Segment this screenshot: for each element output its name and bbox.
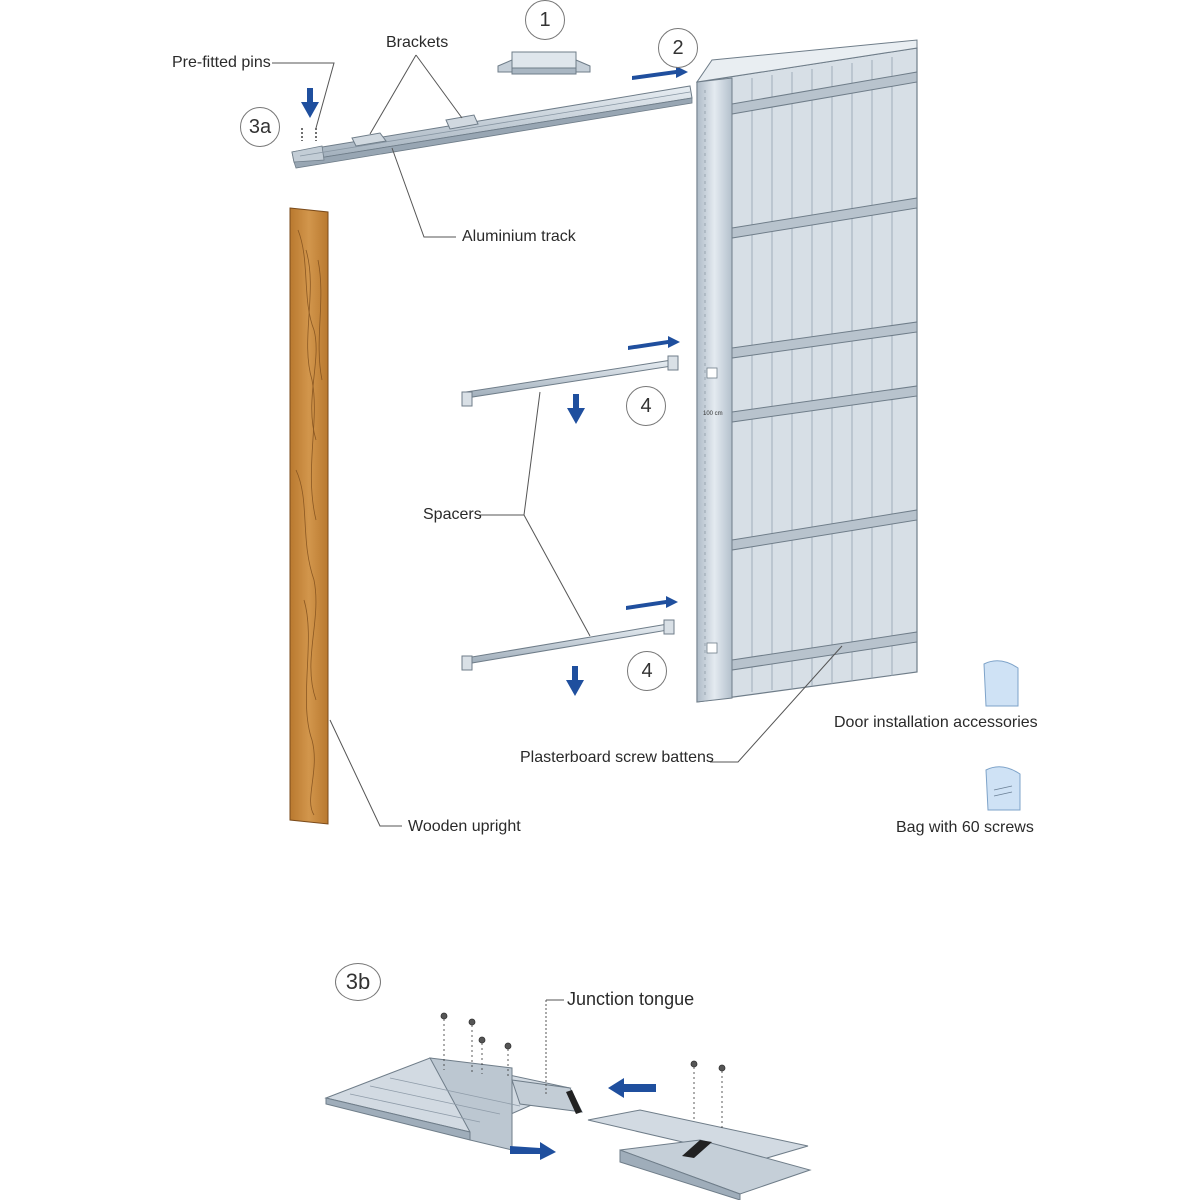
arrow-down-pins-icon bbox=[301, 88, 319, 118]
junction-detail bbox=[324, 999, 812, 1200]
label-pre-fitted-pins: Pre-fitted pins bbox=[172, 54, 271, 71]
label-bag-with-60-screws: Bag with 60 screws bbox=[896, 819, 1034, 836]
arrow-down-spacer-top-icon bbox=[567, 394, 585, 424]
plasterboard-screw-battens bbox=[731, 71, 918, 671]
label-junction-tongue: Junction tongue bbox=[567, 989, 695, 1009]
step-4-bottom-callout: 4 bbox=[627, 651, 667, 691]
leader-lines bbox=[272, 54, 843, 827]
bracket-right bbox=[445, 114, 479, 130]
label-wooden-upright: Wooden upright bbox=[408, 818, 521, 835]
pocket-door-frame: 100 cm bbox=[695, 39, 918, 703]
aluminium-track bbox=[291, 85, 693, 169]
arrow-down-spacer-bottom-icon bbox=[566, 666, 584, 696]
step-3b-callout: 3b bbox=[335, 963, 381, 1001]
spacer-bottom bbox=[461, 619, 675, 671]
spacer-top bbox=[461, 355, 679, 407]
arrow-right-junction-icon bbox=[510, 1142, 556, 1160]
arrow-left-junction-icon bbox=[608, 1078, 656, 1098]
step-1-callout: 1 bbox=[525, 0, 565, 40]
label-plasterboard-screw-battens: Plasterboard screw battens bbox=[520, 749, 714, 766]
step-2-callout: 2 bbox=[658, 28, 698, 68]
wooden-upright bbox=[289, 207, 329, 825]
label-spacers: Spacers bbox=[423, 506, 482, 523]
label-brackets: Brackets bbox=[386, 34, 449, 51]
screw-bag-icon bbox=[985, 766, 1021, 811]
label-door-installation-accessories: Door installation accessories bbox=[834, 714, 1038, 731]
arrow-right-track-icon bbox=[632, 66, 688, 80]
frame-marking: 100 cm bbox=[703, 411, 723, 417]
label-aluminium-track: Aluminium track bbox=[462, 228, 576, 245]
pre-fitted-pins bbox=[301, 128, 317, 141]
arrow-right-spacer-top-icon bbox=[628, 336, 680, 350]
bracket-left bbox=[351, 132, 387, 147]
door-installation-accessories-bag-icon bbox=[983, 660, 1019, 707]
step-3a-callout: 3a bbox=[240, 107, 280, 147]
arrow-right-spacer-bottom-icon bbox=[626, 596, 678, 610]
loose-bracket bbox=[497, 51, 591, 75]
step-4-top-callout: 4 bbox=[626, 386, 666, 426]
